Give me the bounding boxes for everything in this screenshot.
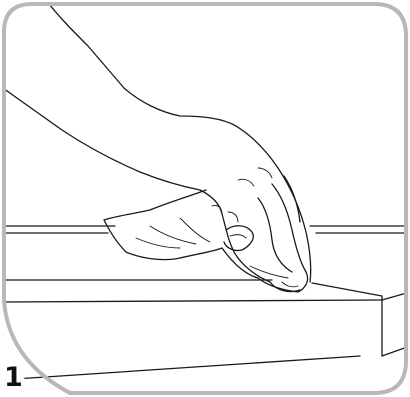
step-number: 1 [4, 363, 23, 393]
hand-icon [0, 0, 311, 292]
cloth-icon [104, 190, 308, 292]
board-edge [0, 226, 410, 380]
panel-frame [4, 4, 406, 393]
